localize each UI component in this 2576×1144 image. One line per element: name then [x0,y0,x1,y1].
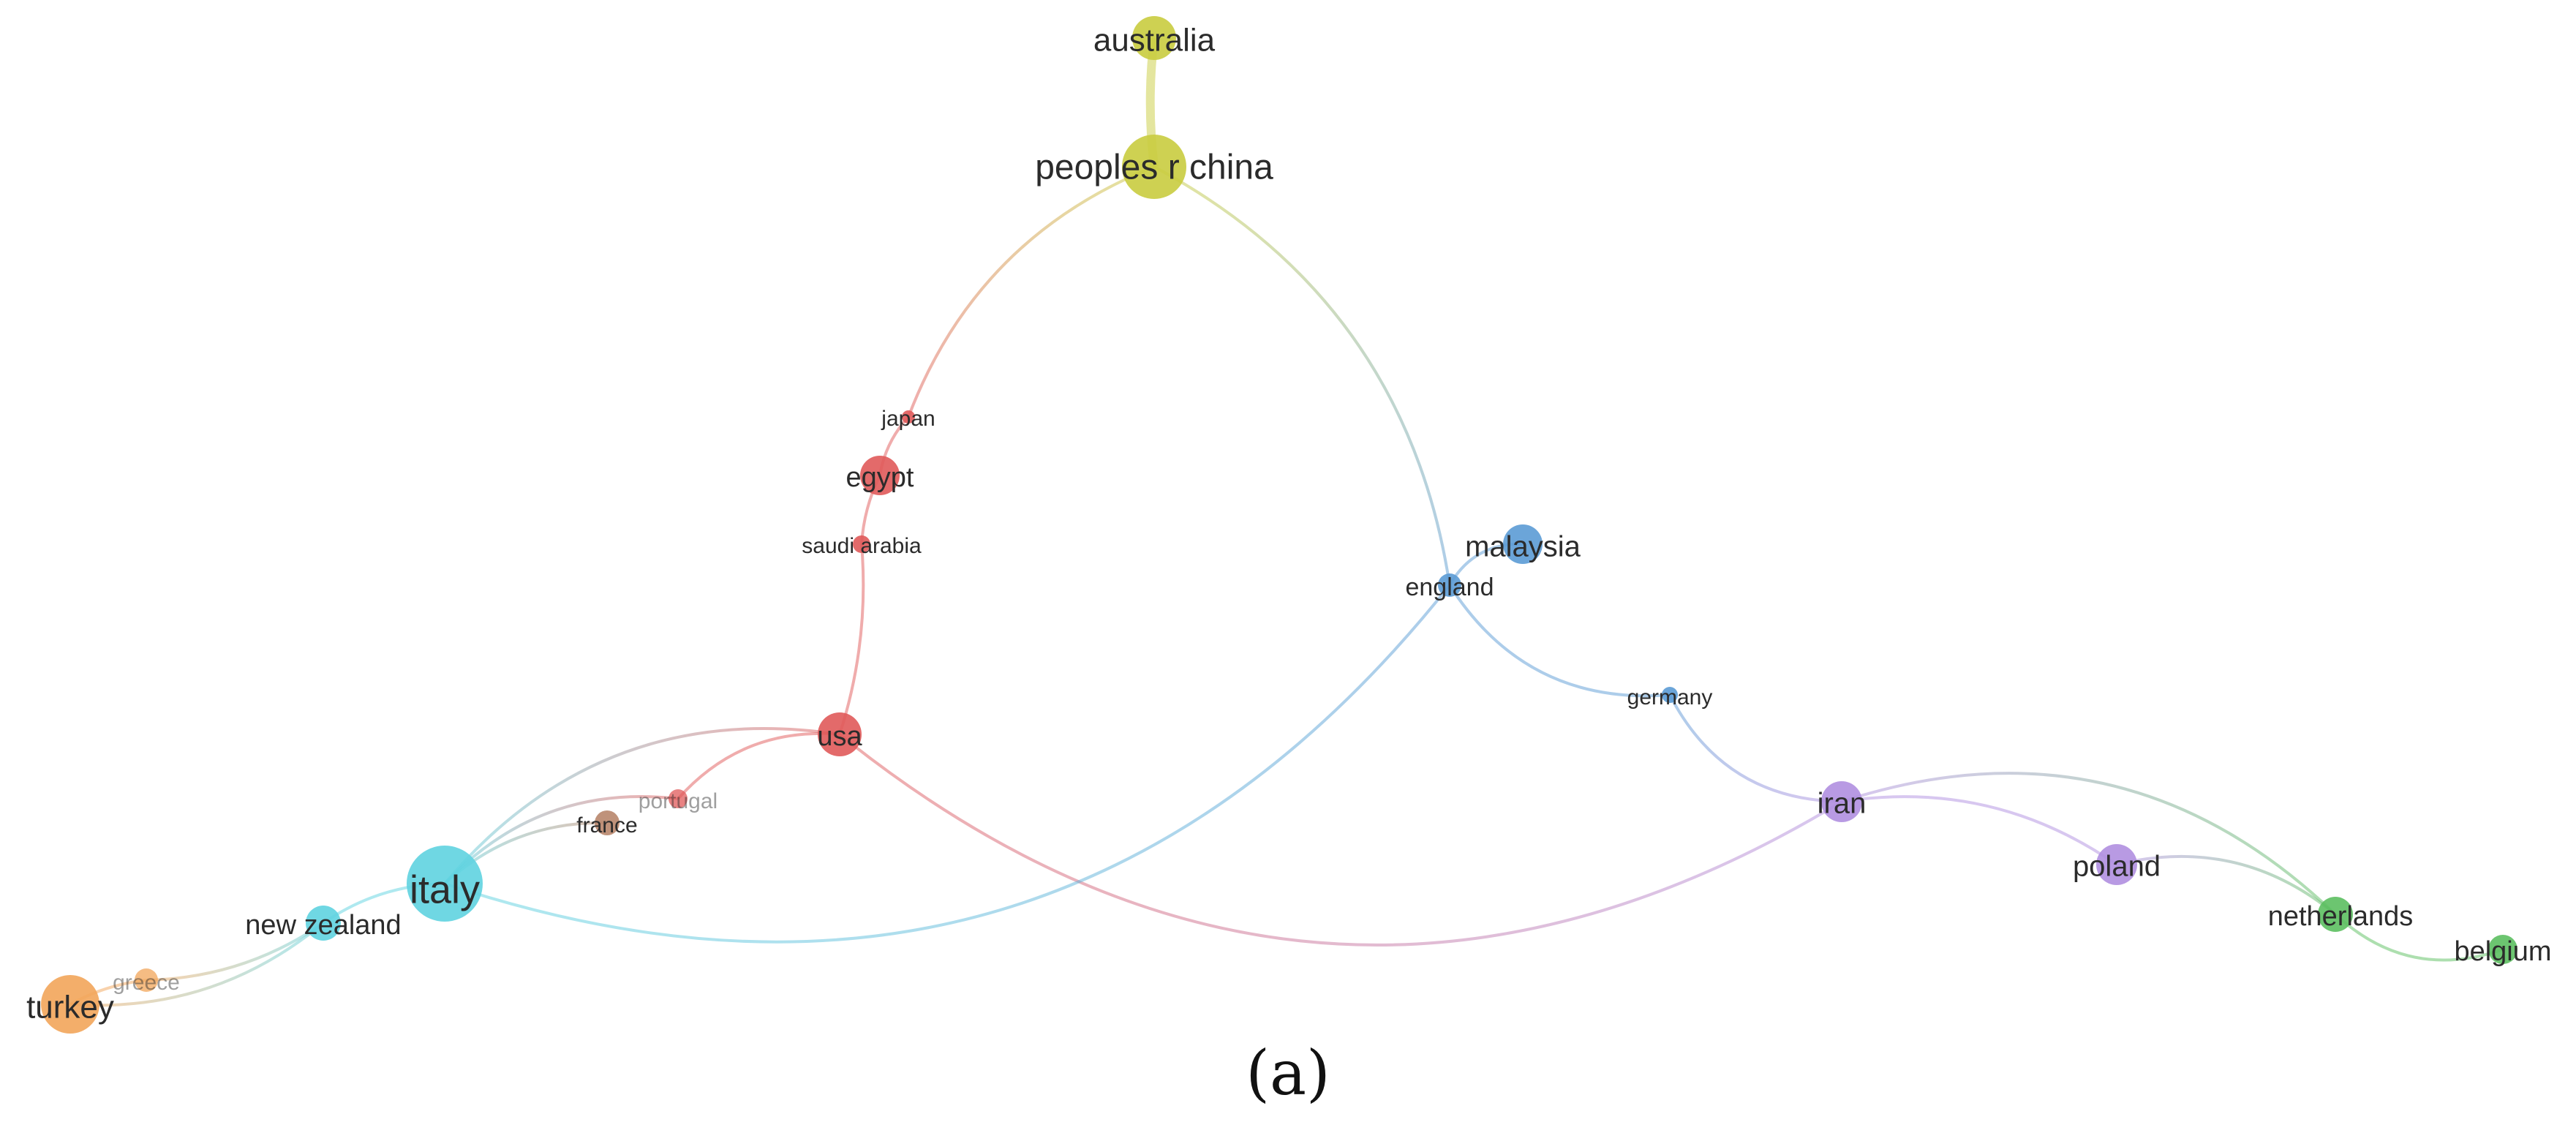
edge-netherlands-belgium [2334,913,2504,962]
edge-new-zealand-greece [146,922,325,982]
node-label-portugal: portugal [639,789,718,813]
node-usa[interactable] [818,712,862,756]
edge-england-germany [1448,584,1671,698]
node-peoples-r-china[interactable] [1122,135,1186,199]
node-portugal[interactable] [669,789,688,808]
edge-peoples-r-china-england [1153,165,1451,586]
node-label-netherlands: netherlands [2268,901,2414,932]
edge-usa-italy [443,727,840,885]
node-label-poland: poland [2073,851,2161,883]
node-netherlands[interactable] [2318,897,2353,932]
node-saudi-arabia[interactable] [853,535,870,553]
edge-italy-england [444,584,1451,944]
node-label-peoples-r-china: peoples r china [1035,148,1273,187]
figure-caption: (a) [1246,1037,1330,1109]
node-label-greece: greece [113,971,180,995]
edge-peoples-r-china-japan [907,165,1155,418]
node-label-usa: usa [817,721,862,752]
node-new-zealand[interactable] [306,906,341,941]
labels: australia peoples r china japan egypt saudi … [26,23,2551,1026]
node-iran[interactable] [1821,781,1862,822]
edge-new-zealand-turkey [69,922,325,1007]
node-label-new-zealand: new zealand [245,910,401,941]
node-label-belgium: belgium [2454,936,2551,967]
node-japan[interactable] [902,410,915,424]
edge-usa-portugal [677,731,840,800]
edge-saudi-arabia-usa [838,543,865,735]
node-greece[interactable] [135,968,158,992]
node-france[interactable] [595,810,619,835]
edge-iran-poland [1841,795,2118,866]
node-label-turkey: turkey [26,990,114,1026]
node-egypt[interactable] [860,456,900,495]
edge-germany-iran [1668,694,1842,803]
node-label-england: england [1405,573,1494,601]
node-malaysia[interactable] [1503,524,1543,564]
node-label-saudi-arabia: saudi arabia [802,534,922,558]
node-label-france: france [576,813,637,838]
node-label-iran: iran [1818,788,1867,820]
node-label-australia: australia [1093,23,1216,59]
node-label-egypt: egypt [846,462,914,493]
node-germany[interactable] [1662,687,1678,703]
edge-iran-netherlands [1841,772,2337,916]
node-label-germany: germany [1627,685,1713,710]
node-poland[interactable] [2096,844,2137,885]
edge-usa-iran [838,733,1843,947]
node-england[interactable] [1438,573,1461,597]
node-label-italy: italy [410,868,480,911]
node-australia[interactable] [1132,16,1176,60]
node-label-malaysia: malaysia [1465,531,1581,563]
nodes [41,16,2517,1034]
node-belgium[interactable] [2488,935,2517,964]
node-italy[interactable] [407,846,483,922]
node-label-japan: japan [881,407,935,431]
edge-poland-netherlands [2116,854,2337,916]
node-turkey[interactable] [41,975,99,1034]
